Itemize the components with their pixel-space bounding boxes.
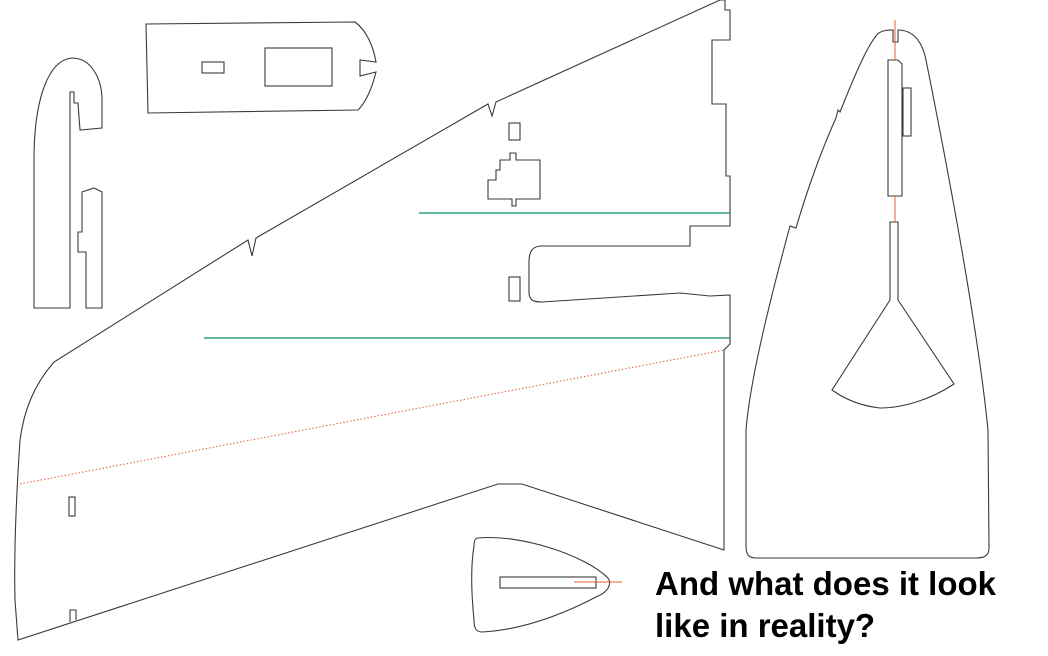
- canopy-plate-outline: [145, 21, 377, 114]
- fin-strip-lower-tab: [77, 187, 103, 309]
- canopy-window-cutout: [264, 47, 333, 87]
- canopy-small-slot: [201, 61, 225, 74]
- wing-fold-line: [19, 349, 725, 485]
- fuselage-plate-part: [745, 20, 990, 559]
- caption-line-2: like in reality?: [655, 607, 876, 644]
- caption-line-1: And what does it look: [655, 565, 997, 602]
- fin-strip-outline: [33, 57, 103, 309]
- wing-bracket-cutout: [487, 152, 541, 207]
- main-wing-part: [14, 0, 731, 641]
- wing-slot-upper: [508, 122, 521, 141]
- fuselage-orange-tab: [902, 87, 912, 137]
- wing-slot-tip: [68, 496, 76, 517]
- nose-cone-part: [471, 536, 622, 633]
- nose-cone-outline: [471, 536, 611, 633]
- caption-text: And what does it look like in reality?: [655, 563, 1045, 647]
- main-wing-outline: [14, 0, 731, 641]
- wing-slot-lower: [508, 276, 521, 302]
- fuselage-sector-cutout: [831, 221, 955, 409]
- wing-notch-bottom: [69, 609, 77, 622]
- fuselage-plate-outline: [745, 29, 990, 559]
- fin-strip-part: [33, 57, 103, 309]
- canopy-plate-part: [145, 21, 377, 114]
- fuselage-upper-slot: [887, 59, 903, 197]
